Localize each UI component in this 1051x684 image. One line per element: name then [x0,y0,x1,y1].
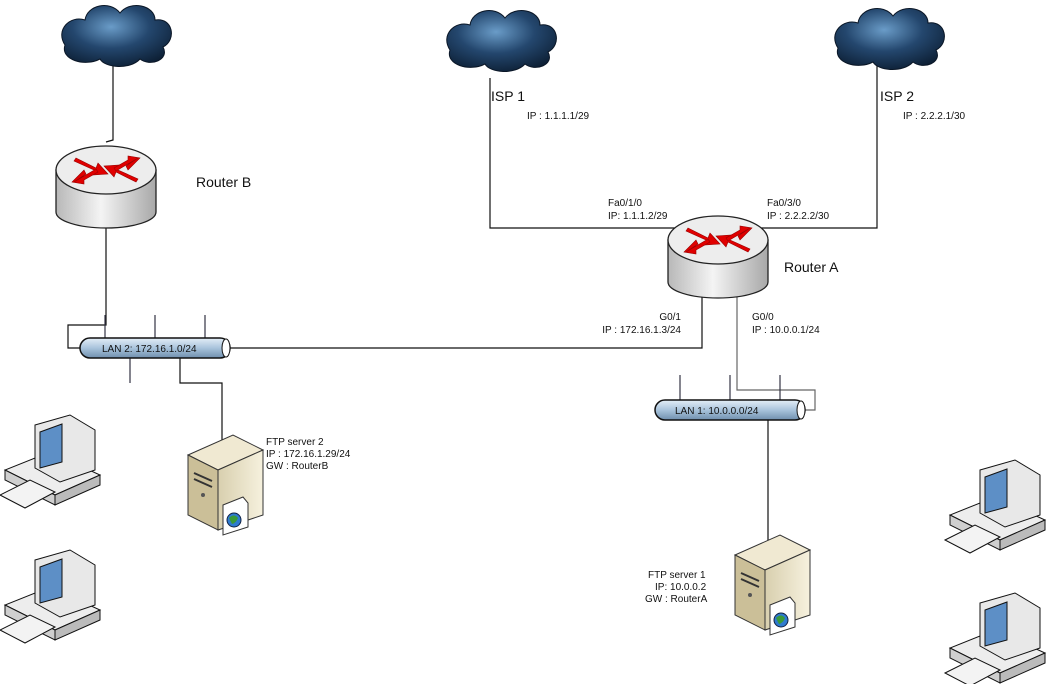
ftp-server-2-gw: GW : RouterB [266,461,329,472]
ftp-server-2-ip: IP : 172.16.1.29/24 [266,449,351,460]
wire-lan2-to-router-a-g01 [230,275,703,349]
lan1-label: LAN 1: 10.0.0.0/24 [675,406,759,417]
router-a-label: Router A [784,259,839,275]
g00-name: G0/0 [752,312,774,323]
router-b-icon [55,145,157,229]
wire-router-a-g00-to-lan1 [736,275,816,411]
fa010-name: Fa0/1/0 [608,198,642,209]
isp1-ip: IP : 1.1.1.1/29 [527,111,590,122]
router-a-icon [667,215,769,299]
lan2-label: LAN 2: 172.16.1.0/24 [102,344,197,355]
g01-ip: IP : 172.16.1.3/24 [602,325,681,336]
isp2-ip: IP : 2.2.2.1/30 [903,111,966,122]
g01-name: G0/1 [659,312,681,323]
lan1-segment: LAN 1: 10.0.0.0/24 [654,399,806,421]
wire-isp2-to-router-a [760,65,878,229]
isp1-label: ISP 1 [491,88,525,104]
ftp-server-1-ip: IP: 10.0.0.2 [655,582,707,593]
ftp-server-1-gw: GW : RouterA [645,594,708,605]
pc-icon [0,549,101,644]
ftp-server-2-icon [187,434,264,536]
isp2-label: ISP 2 [880,88,914,104]
fa030-name: Fa0/3/0 [767,198,801,209]
pc-icon [0,414,101,509]
g00-ip: IP : 10.0.0.1/24 [752,325,820,336]
internet-cloud-icon [61,5,172,68]
ftp-server-2-name: FTP server 2 [266,437,324,448]
ftp-server-1-name: FTP server 1 [648,570,706,581]
fa010-ip: IP: 1.1.1.2/29 [608,211,668,222]
fa030-ip: IP : 2.2.2.2/30 [767,211,830,222]
router-b-label: Router B [196,174,251,190]
isp2-cloud-icon [834,8,945,71]
pc-icon [944,592,1046,684]
wires [67,65,878,560]
wire-isp1-to-router-a [489,78,680,229]
ftp-server-1-icon [734,534,811,636]
wire-lan2-to-ftp-server-2 [179,358,223,490]
isp1-cloud-icon [446,10,557,73]
wire-router-b-to-lan2 [67,222,107,349]
wire-cloud-to-router-b [105,65,114,143]
lan2-segment: LAN 2: 172.16.1.0/24 [79,337,231,359]
pc-icon [944,459,1046,554]
